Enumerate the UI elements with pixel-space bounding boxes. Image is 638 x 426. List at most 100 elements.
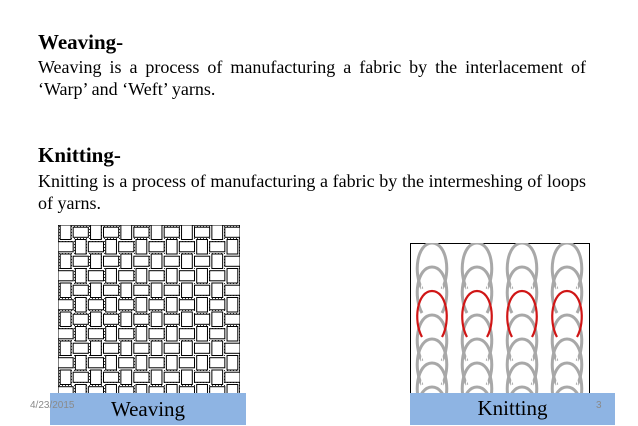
- weave-cell: [194, 255, 211, 267]
- knitting-caption: Knitting: [410, 393, 615, 425]
- weave-cell: [196, 268, 208, 284]
- weave-cell: [103, 255, 120, 267]
- weaving-heading: Weaving-: [38, 30, 124, 54]
- weave-cell: [178, 241, 196, 253]
- weave-cell: [209, 299, 226, 311]
- weave-cell: [59, 282, 72, 298]
- knit-loop: [554, 385, 580, 395]
- weave-cell: [74, 297, 87, 313]
- weave-cell: [181, 225, 193, 240]
- weave-cell: [178, 270, 196, 282]
- weave-cell: [226, 297, 239, 313]
- weave-cell: [209, 357, 226, 369]
- weave-cell: [165, 239, 178, 255]
- weave-cell: [196, 326, 208, 342]
- knit-loop-inner: [424, 389, 440, 395]
- weave-cell: [150, 225, 163, 240]
- knit-loop: [460, 243, 494, 290]
- weave-cell: [72, 313, 89, 325]
- weave-cell: [90, 253, 102, 269]
- weave-cell: [105, 326, 117, 342]
- weave-cell: [59, 340, 72, 356]
- knit-loop: [550, 337, 584, 386]
- weave-cell: [133, 226, 150, 238]
- knit-loop: [415, 313, 449, 362]
- weave-cell: [181, 340, 193, 356]
- weave-cell: [163, 371, 180, 383]
- weave-cell: [87, 241, 105, 253]
- weave-cell: [58, 270, 74, 282]
- knit-loop: [460, 361, 494, 395]
- weave-cell: [163, 342, 180, 354]
- weave-cell: [181, 311, 193, 327]
- weave-cell: [163, 284, 180, 296]
- weave-cell: [211, 340, 224, 356]
- weave-cell: [148, 241, 165, 253]
- weave-cell: [181, 369, 193, 385]
- weave-cell: [120, 311, 133, 327]
- weave-cell: [196, 355, 208, 371]
- weave-cell: [72, 284, 89, 296]
- knit-loop: [415, 361, 449, 395]
- weave-cell: [59, 253, 72, 269]
- weave-cell: [226, 239, 239, 255]
- knit-loop-highlight: [416, 289, 448, 338]
- weave-cell: [194, 342, 211, 354]
- weave-cell: [87, 328, 105, 340]
- weave-cell: [135, 355, 148, 371]
- weave-cell: [120, 282, 133, 298]
- weave-cell: [58, 357, 74, 369]
- knitting-definition: Knitting is a process of manufacturing a…: [38, 171, 586, 213]
- weave-cell: [181, 253, 193, 269]
- knit-loop: [460, 265, 494, 314]
- weave-cell: [209, 241, 226, 253]
- weave-cell: [148, 357, 165, 369]
- weave-cell: [120, 340, 133, 356]
- weave-cell: [209, 270, 226, 282]
- weave-cell: [163, 255, 180, 267]
- weave-cell: [103, 313, 120, 325]
- knit-loop-inner: [559, 389, 575, 395]
- weave-cell: [211, 282, 224, 298]
- knit-loop: [415, 265, 449, 314]
- weave-cell: [90, 225, 102, 240]
- weave-cell: [105, 239, 117, 255]
- weave-cell: [226, 268, 239, 284]
- weave-cell: [224, 284, 240, 296]
- weave-cell: [74, 268, 87, 284]
- knit-loop: [550, 265, 584, 314]
- weave-cell: [72, 226, 89, 238]
- knit-loop: [505, 337, 539, 386]
- weave-cell: [209, 328, 226, 340]
- weave-cell: [103, 284, 120, 296]
- weave-pattern-diagram: [58, 225, 240, 399]
- weave-cell: [178, 328, 196, 340]
- weave-cell: [135, 297, 148, 313]
- weave-cell: [148, 328, 165, 340]
- knit-loop: [460, 313, 494, 362]
- weave-cell: [118, 241, 135, 253]
- knit-loop-inner: [469, 389, 485, 395]
- weave-cell: [90, 311, 102, 327]
- weave-cell: [165, 384, 178, 399]
- knit-loop: [415, 337, 449, 386]
- weave-cell: [224, 342, 240, 354]
- weave-cell: [58, 241, 74, 253]
- weave-cell: [178, 357, 196, 369]
- slide-date: 4/23/2015: [30, 400, 75, 411]
- weave-cell: [165, 355, 178, 371]
- weave-cell: [72, 371, 89, 383]
- slide-number: 3: [596, 400, 602, 411]
- weave-cell: [72, 255, 89, 267]
- weave-cell: [224, 255, 240, 267]
- weave-cell: [196, 297, 208, 313]
- weave-cell: [105, 297, 117, 313]
- weave-cell: [103, 371, 120, 383]
- weave-cell: [181, 282, 193, 298]
- weave-cell: [165, 297, 178, 313]
- weave-cell: [165, 268, 178, 284]
- weave-cell: [59, 311, 72, 327]
- knit-loop-diagram: [410, 243, 590, 395]
- knit-loop: [550, 361, 584, 395]
- weave-cell: [74, 239, 87, 255]
